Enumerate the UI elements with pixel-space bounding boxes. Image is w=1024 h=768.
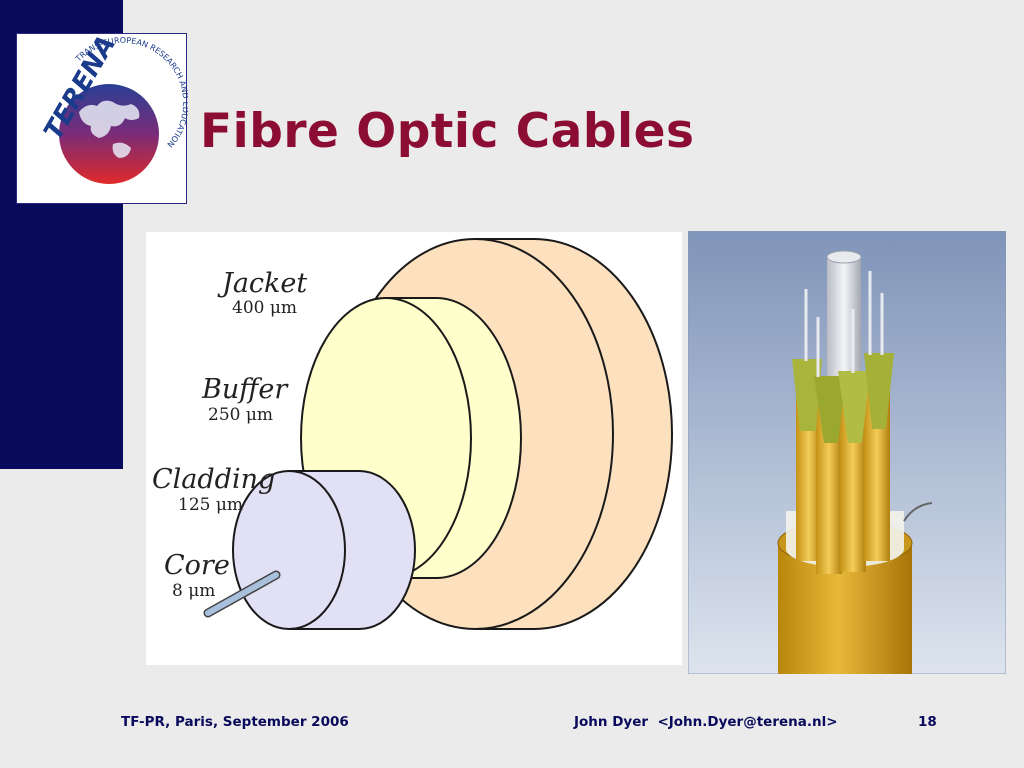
footer-event: TF-PR, Paris, September 2006	[121, 714, 349, 730]
core	[205, 572, 279, 616]
aramid-yarn	[864, 353, 894, 429]
footer-author: John Dyer <John.Dyer@terena.nl>	[574, 714, 838, 730]
footer-page-number: 18	[918, 714, 937, 730]
cladding-face	[232, 470, 346, 630]
label-core: Core	[164, 550, 230, 581]
size-cladding: 125 μm	[178, 495, 243, 515]
cable-cutaway-illustration	[688, 231, 1006, 674]
label-jacket: Jacket	[217, 268, 307, 299]
size-core: 8 μm	[172, 581, 215, 601]
aramid-yarn	[838, 371, 870, 443]
terena-logo-graphic: TERENA TRANS-EUROPEAN RESEARCH AND EDUCA…	[17, 34, 188, 184]
slide-title: Fibre Optic Cables	[200, 104, 695, 159]
label-buffer: Buffer	[201, 374, 289, 405]
fibre-layers-svg: Jacket 400 μm Buffer 250 μm Cladding 125…	[152, 238, 673, 630]
size-buffer: 250 μm	[208, 405, 273, 425]
label-cladding: Cladding	[152, 464, 275, 495]
terena-logo: TERENA TRANS-EUROPEAN RESEARCH AND EDUCA…	[16, 33, 188, 204]
fibre-layers-diagram: Jacket 400 μm Buffer 250 μm Cladding 125…	[146, 232, 682, 665]
size-jacket: 400 μm	[232, 298, 297, 318]
cable-cutaway-svg	[688, 231, 1006, 674]
aramid-yarn	[814, 376, 846, 443]
